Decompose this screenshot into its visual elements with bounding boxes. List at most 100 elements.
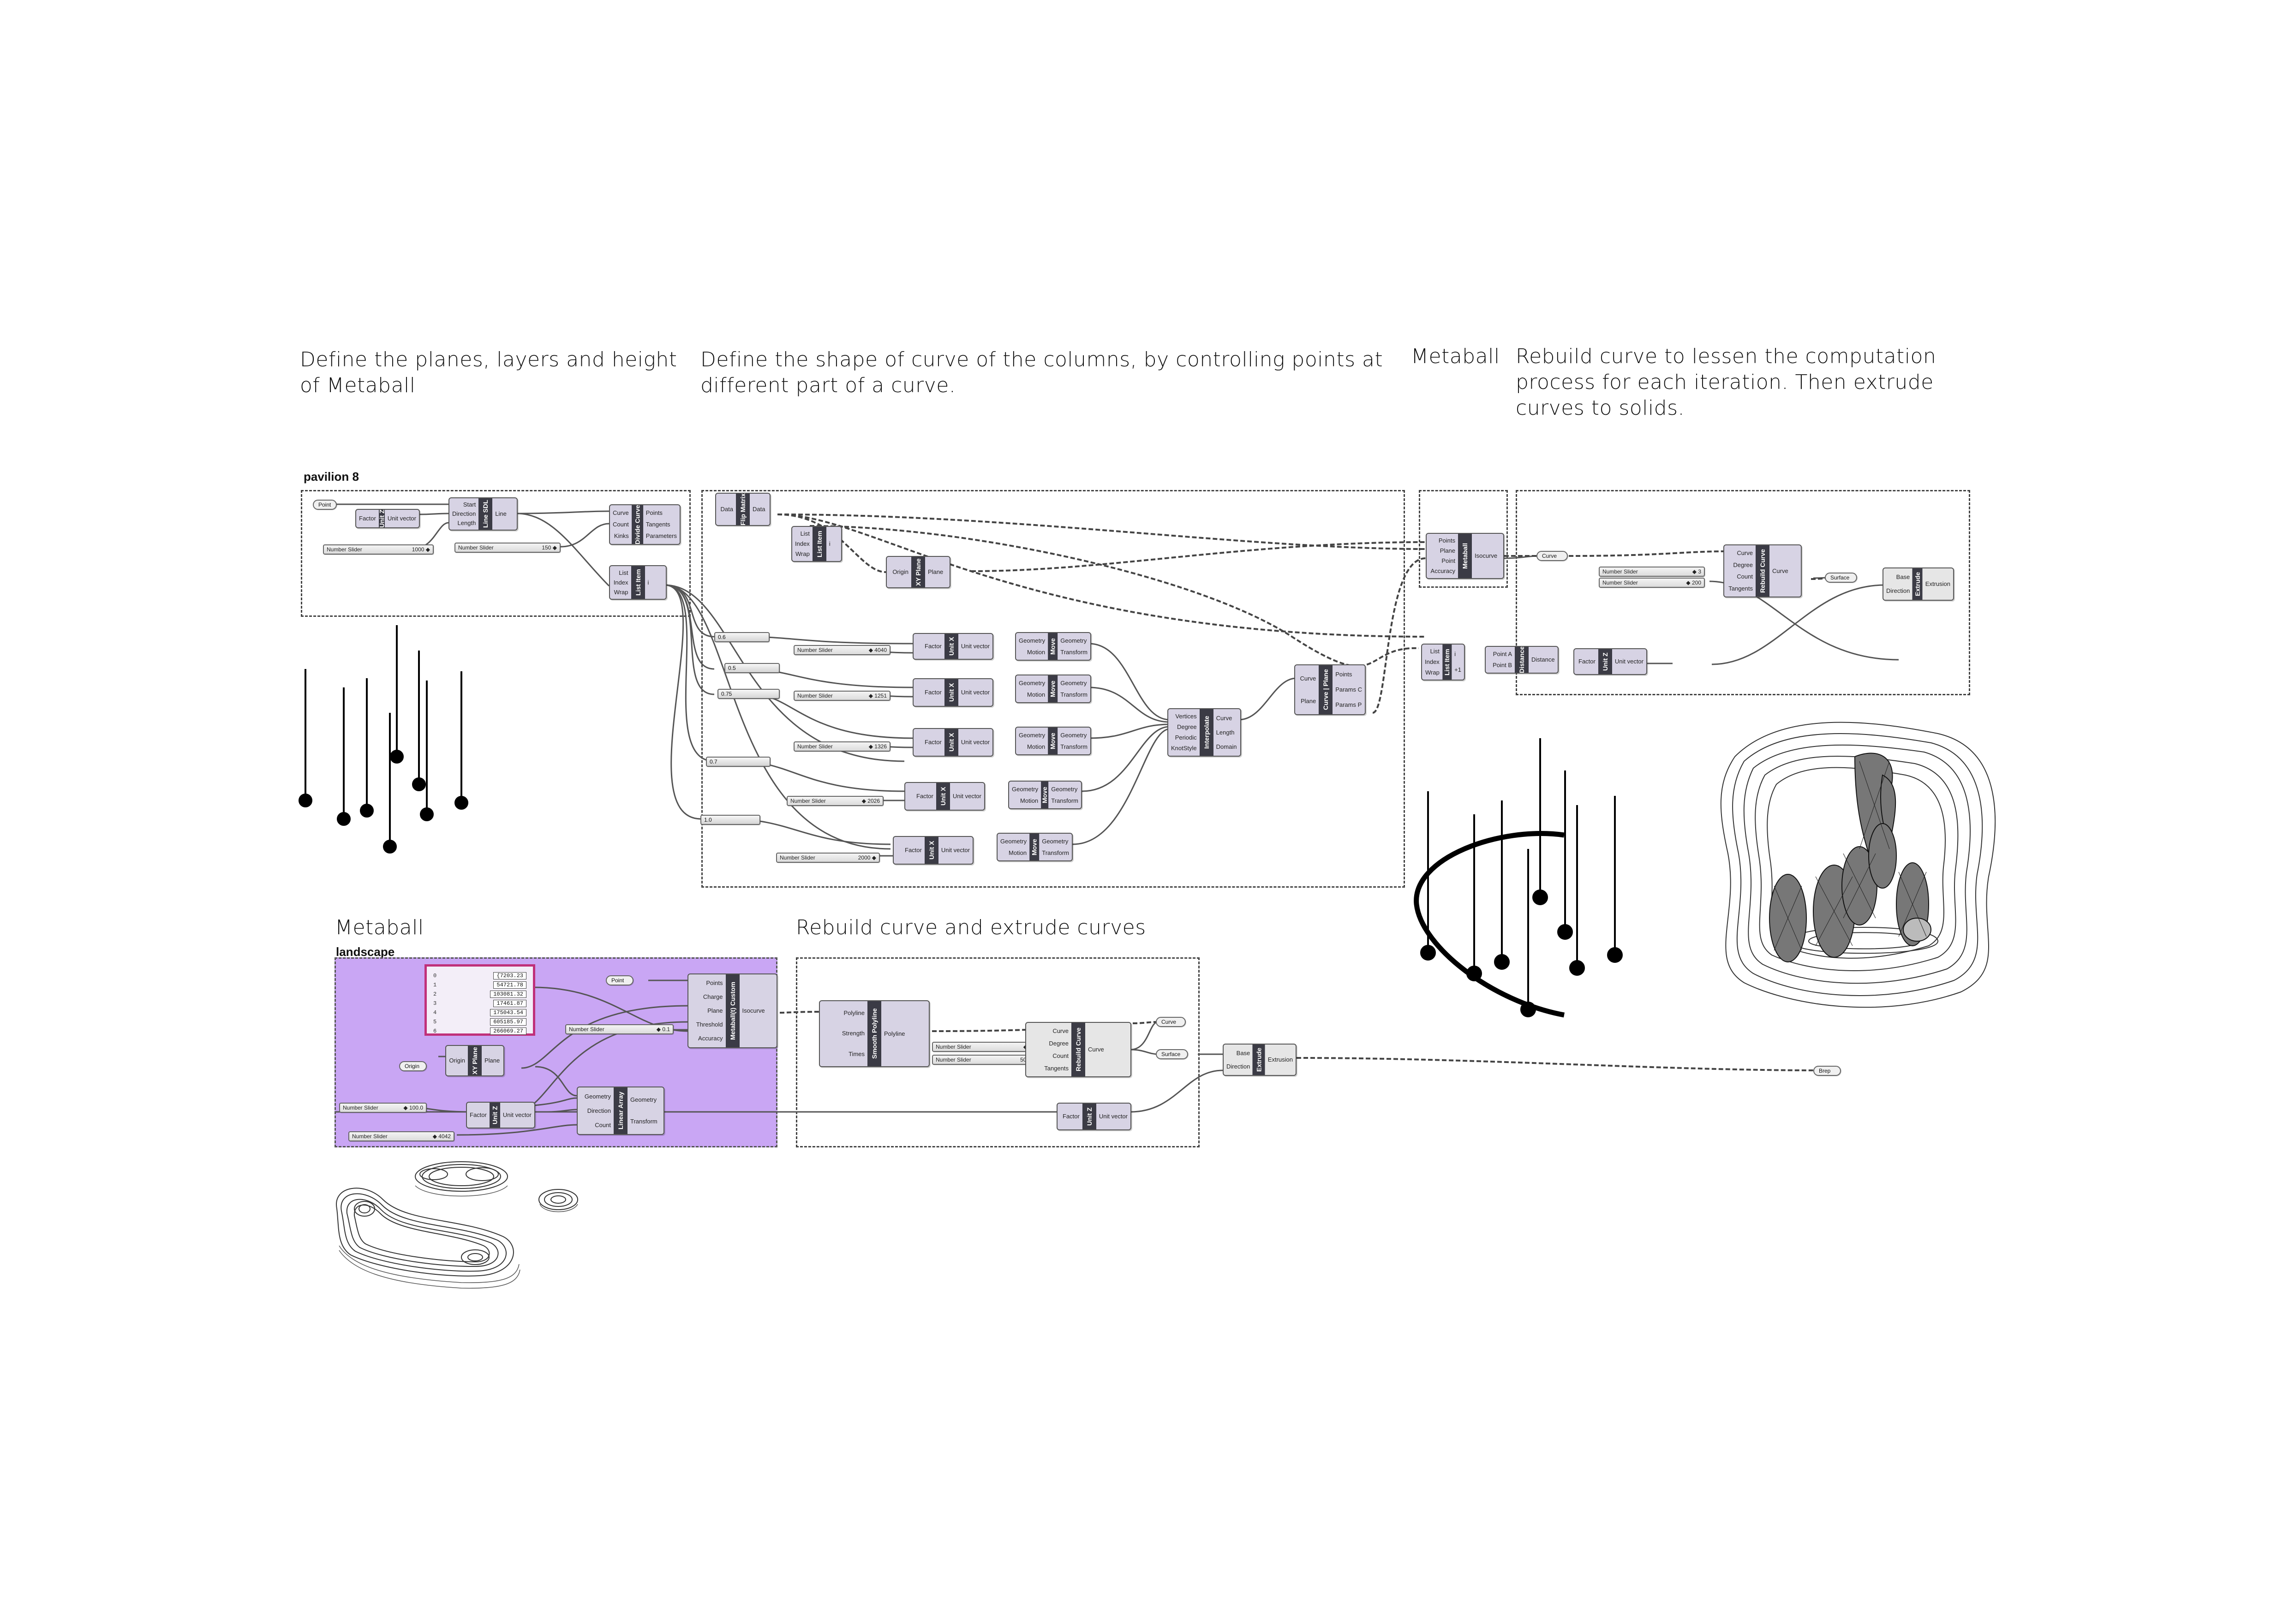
input-port[interactable]: Factor (925, 643, 942, 650)
output-port[interactable]: Plane (928, 568, 944, 575)
input-port[interactable]: Count (1052, 1052, 1069, 1059)
output-port[interactable]: Unit vector (1099, 1113, 1128, 1120)
input-port[interactable]: Factor (916, 793, 933, 800)
surface-param[interactable]: Surface (1825, 573, 1857, 583)
input-port[interactable]: Wrap (1425, 669, 1440, 676)
output-port[interactable]: Isocurve (1475, 552, 1498, 559)
output-port[interactable]: Unit vector (961, 689, 990, 696)
input-port[interactable]: Base (1236, 1049, 1250, 1057)
number-slider[interactable]: Number Slider◆ 100.0 (339, 1103, 427, 1113)
input-port[interactable]: Vertices (1175, 712, 1197, 720)
input-port[interactable]: Factor (925, 689, 942, 696)
group-box-rebuild-bottom[interactable] (796, 957, 1200, 1147)
curve-param[interactable]: Curve (1536, 551, 1568, 561)
output-port[interactable]: Distance (1531, 656, 1555, 663)
input-port[interactable]: Degree (1049, 1039, 1069, 1047)
input-port[interactable]: Geometry (1012, 785, 1039, 793)
input-port[interactable]: Accuracy (698, 1035, 723, 1042)
input-port[interactable]: List (800, 530, 810, 537)
curve-param-bottom[interactable]: Curve (1156, 1017, 1186, 1027)
surface-param-bottom[interactable]: Surface (1156, 1049, 1188, 1059)
group-box-metaball[interactable] (1419, 490, 1508, 588)
input-port[interactable]: Direction (587, 1107, 611, 1114)
output-port[interactable]: Unit vector (952, 793, 981, 800)
output-port[interactable]: Geometry (1060, 637, 1087, 644)
input-port[interactable]: Count (1737, 573, 1753, 580)
number-slider[interactable]: Number Slider◆ 4040 (794, 645, 890, 655)
input-port[interactable]: Factor (359, 515, 376, 522)
input-port[interactable]: Index (795, 540, 810, 547)
input-port[interactable]: Geometry (1019, 731, 1046, 739)
output-port[interactable]: Geometry (1060, 731, 1087, 739)
input-port[interactable]: Geometry (1000, 837, 1027, 845)
input-port[interactable]: Data (720, 506, 733, 513)
output-port[interactable]: Unit vector (961, 739, 990, 746)
input-port[interactable]: Factor (1578, 658, 1596, 665)
input-port[interactable]: Geometry (584, 1093, 611, 1100)
input-port[interactable]: Point (1441, 557, 1455, 564)
input-port[interactable]: Motion (1027, 648, 1046, 656)
output-port[interactable]: +1 (1454, 666, 1461, 673)
number-slider[interactable]: Number Slider◆ 3 (932, 1042, 1036, 1052)
number-slider[interactable]: Number Slider◆ 2026 (787, 796, 884, 806)
input-port[interactable]: Motion (1027, 743, 1046, 750)
group-box-rebuild[interactable] (1516, 490, 1970, 695)
output-port[interactable]: Transform (1051, 797, 1078, 804)
input-port[interactable]: Curve (1052, 1027, 1069, 1034)
number-slider[interactable]: Number Slider◆ 3 (1599, 567, 1705, 577)
input-port[interactable]: Strength (842, 1030, 865, 1037)
output-port[interactable]: Parameters (645, 532, 677, 540)
output-port[interactable]: Line (495, 510, 507, 517)
input-port[interactable]: List (619, 569, 628, 576)
input-port[interactable]: Direction (1886, 587, 1910, 594)
output-port[interactable]: Geometry (1042, 837, 1069, 845)
output-port[interactable]: Unit vector (502, 1111, 532, 1118)
gene-slider[interactable]: 0.5 (724, 663, 780, 673)
output-port[interactable]: Curve (1772, 567, 1788, 574)
number-slider[interactable]: Number Slider◆ 1251 (794, 691, 890, 701)
output-port[interactable]: Transform (1042, 849, 1069, 856)
input-port[interactable]: Curve (613, 509, 629, 516)
output-port[interactable]: i (1454, 651, 1456, 657)
input-port[interactable]: Direction (452, 510, 476, 517)
output-port[interactable]: Geometry (630, 1096, 657, 1104)
output-port[interactable]: Params P (1335, 701, 1362, 708)
input-port[interactable]: KnotStyle (1171, 745, 1197, 752)
input-port[interactable]: Kinks (614, 532, 629, 540)
input-port[interactable]: Motion (1009, 849, 1027, 856)
input-port[interactable]: Factor (905, 847, 922, 854)
gene-slider[interactable]: 0.75 (717, 689, 780, 699)
input-port[interactable]: Plane (1440, 547, 1455, 554)
output-port[interactable]: Geometry (1060, 679, 1087, 687)
input-port[interactable]: Factor (470, 1111, 487, 1118)
input-port[interactable]: Polyline (843, 1009, 865, 1017)
point-param-landscape[interactable]: Point (606, 975, 634, 985)
input-port[interactable]: Base (1896, 573, 1910, 580)
input-port[interactable]: Factor (925, 739, 942, 746)
output-port[interactable]: Extrusion (1925, 580, 1950, 587)
input-port[interactable]: Points (706, 979, 723, 986)
